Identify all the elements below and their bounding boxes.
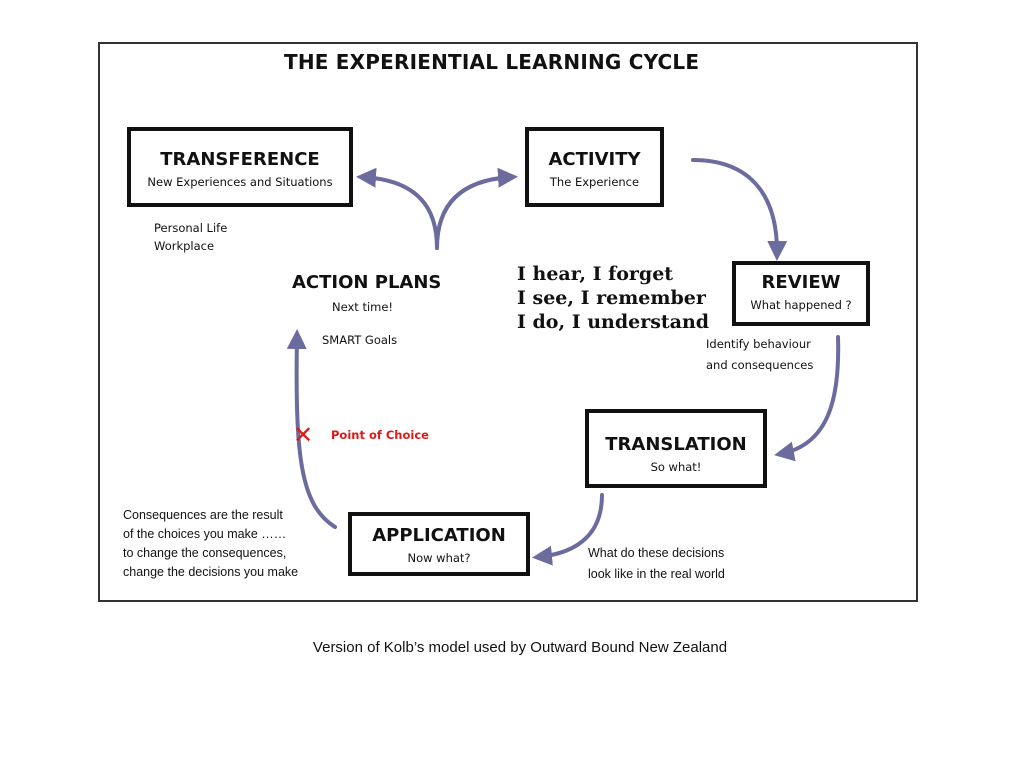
consequences-note-line: of the choices you make …… xyxy=(123,527,287,541)
stage-activity-name: ACTIVITY xyxy=(548,149,641,170)
stage-translation-sub: So what! xyxy=(650,460,702,474)
stage-translation: TRANSLATION So what! xyxy=(585,409,767,488)
consequences-note-line: Consequences are the result xyxy=(123,508,283,522)
consequences-notes: Consequences are the result of the choic… xyxy=(123,506,298,582)
application-note-line: What do these decisions xyxy=(588,546,725,560)
point-of-choice-cross-icon: ✕ xyxy=(293,421,314,449)
stage-review-sub: What happened ? xyxy=(750,298,852,312)
figure-caption: Version of Kolb’s model used by Outward … xyxy=(312,639,728,656)
application-notes: What do these decisions look like in the… xyxy=(588,543,725,585)
action-plans-goals: SMART Goals xyxy=(322,333,398,347)
stage-review-name: REVIEW xyxy=(761,272,841,293)
application-note-line: look like in the real world xyxy=(588,567,725,581)
stage-review: REVIEW What happened ? xyxy=(732,261,870,326)
transference-note-line: Personal Life xyxy=(154,221,228,235)
consequences-note-line: to change the consequences, xyxy=(123,546,287,560)
diagram-title: THE EXPERIENTIAL LEARNING CYCLE xyxy=(284,50,700,74)
quote-line: I do, I understand xyxy=(517,311,710,333)
stage-transference-sub: New Experiences and Situations xyxy=(147,175,333,189)
learning-quote: I hear, I forget I see, I remember I do,… xyxy=(517,262,709,334)
quote-line: I see, I remember xyxy=(517,287,706,309)
action-plans-heading: ACTION PLANS xyxy=(292,272,442,293)
review-notes: Identify behaviour and consequences xyxy=(706,334,813,376)
stage-activity: ACTIVITY The Experience xyxy=(525,127,664,207)
stage-transference: TRANSFERENCE New Experiences and Situati… xyxy=(127,127,353,207)
quote-line: I hear, I forget xyxy=(517,263,674,285)
review-note-line: and consequences xyxy=(706,358,814,372)
stage-application-name: APPLICATION xyxy=(372,525,506,546)
point-of-choice-label: Point of Choice xyxy=(331,428,429,442)
consequences-note-line: change the decisions you make xyxy=(123,565,299,579)
review-note-line: Identify behaviour xyxy=(706,337,811,351)
stage-activity-sub: The Experience xyxy=(549,175,640,189)
transference-notes: Personal Life Workplace xyxy=(154,219,227,255)
action-plans-sub: Next time! xyxy=(332,300,394,314)
stage-application: APPLICATION Now what? xyxy=(348,512,530,576)
stage-transference-name: TRANSFERENCE xyxy=(160,149,320,170)
stage-translation-name: TRANSLATION xyxy=(605,434,747,455)
stage-application-sub: Now what? xyxy=(407,551,471,565)
transference-note-line: Workplace xyxy=(154,239,215,253)
